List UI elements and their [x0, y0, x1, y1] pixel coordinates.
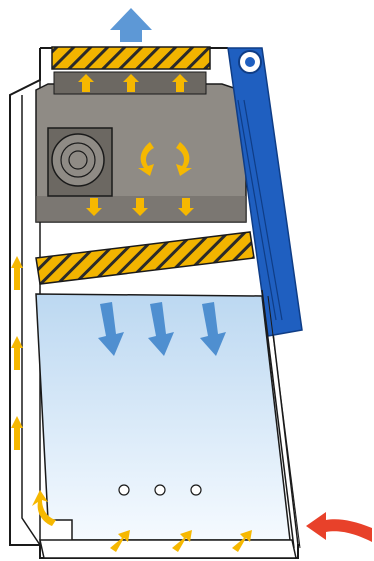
rear-up-arrows [11, 256, 23, 450]
sash-glass-edge-2 [267, 295, 301, 549]
rear-up-arrow-2 [11, 336, 23, 370]
inflow-arrow-icon [306, 512, 372, 542]
downflow-arrow-2 [148, 302, 174, 356]
rear-up-arrow-1 [11, 256, 23, 290]
hepa-up-arrow-1 [78, 74, 94, 92]
plenum-curve-arrow-left [138, 142, 154, 176]
tray-return-arrow-1 [110, 530, 130, 552]
work-surface-tray [39, 539, 297, 559]
sash-rail-2 [243, 99, 283, 321]
tray-return-arrow-2 [172, 530, 192, 552]
blower-wheel-mid [60, 142, 96, 178]
plenum-down-arrow-3 [178, 198, 194, 216]
front-grille [118, 484, 202, 496]
front-sash [227, 47, 303, 549]
sash-glass-edge [261, 289, 295, 549]
blower-wheel-hub [68, 150, 88, 170]
blower-wheel-outer [51, 133, 105, 187]
hepa-up-arrows [78, 74, 188, 92]
cabinet-rear-duct [21, 95, 41, 546]
sash-hinge-icon [238, 50, 262, 74]
exhaust-hepa-filter [51, 46, 211, 70]
sash-rail-1 [237, 99, 277, 321]
downflow-arrow-3 [200, 302, 226, 356]
grille-hole-1 [118, 484, 130, 496]
plenum-down-arrows [86, 198, 194, 216]
plenum-curve-arrow-right [176, 142, 192, 176]
supply-hepa-filter [35, 231, 255, 285]
grille-hole-3 [190, 484, 202, 496]
hepa-up-arrow-2 [123, 74, 139, 92]
fan-blower-icon [47, 127, 113, 197]
grille-hole-2 [154, 484, 166, 496]
bottom-left-return-arrow [32, 490, 56, 526]
hepa-up-arrow-3 [172, 74, 188, 92]
sash-hinge-inner [245, 57, 255, 67]
downflow-arrows [98, 302, 226, 356]
plenum-down-arrow-2 [132, 198, 148, 216]
sash-frame [227, 47, 303, 337]
downflow-arrow-1 [98, 302, 124, 356]
plenum-down-arrow-1 [86, 198, 102, 216]
exhaust-arrow-icon [110, 8, 152, 42]
tray-return-arrow-3 [232, 530, 252, 552]
tray-return-arrows [110, 530, 252, 552]
rear-up-arrow-3 [11, 416, 23, 450]
